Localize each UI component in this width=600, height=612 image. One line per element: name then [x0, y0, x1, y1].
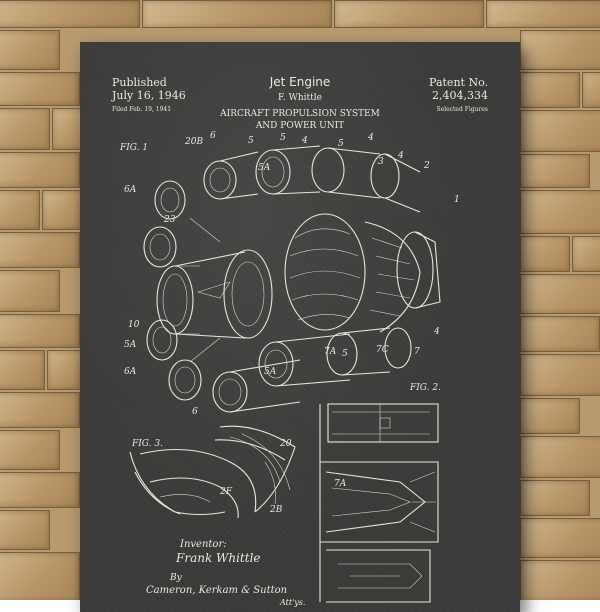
- brick: [520, 560, 600, 600]
- svg-text:4: 4: [433, 327, 440, 337]
- brick: [520, 274, 600, 314]
- svg-text:23: 23: [163, 215, 176, 225]
- brick: [0, 350, 45, 390]
- brick: [520, 436, 600, 478]
- inventor-label: Inventor:: [179, 539, 227, 550]
- patent-drawings: FIG. 1 20B 6 5 5 4 5 4 3 4 5A 6A 23 10 5…: [119, 131, 460, 607]
- subtitle-line-2: AND POWER UNIT: [255, 121, 345, 131]
- svg-text:4: 4: [367, 133, 374, 143]
- brick: [520, 30, 600, 70]
- brick: [520, 110, 600, 152]
- patent-number: 2,404,334: [432, 89, 488, 102]
- svg-text:5A: 5A: [258, 163, 271, 173]
- svg-text:5A: 5A: [124, 340, 137, 350]
- svg-text:20B: 20B: [184, 137, 203, 147]
- fig1-ref-labels: 20B 6 5 5 4 5 4 3 4 5A 6A 23 10 5A 6A 6 …: [124, 131, 460, 417]
- brick: [0, 152, 80, 188]
- svg-text:5: 5: [280, 133, 286, 143]
- svg-text:4: 4: [301, 136, 308, 146]
- fig3-ref: 2F: [219, 487, 233, 497]
- brick: [520, 190, 600, 234]
- patent-poster: Published July 16, 1946 Filed Feb. 19, 1…: [80, 42, 520, 612]
- brick: [520, 480, 590, 516]
- svg-text:7C: 7C: [376, 345, 389, 355]
- published-label: Published: [112, 76, 167, 89]
- brick: [520, 518, 600, 558]
- brick: [520, 316, 600, 352]
- brick: [0, 30, 60, 70]
- brick: [0, 0, 140, 28]
- brick: [0, 510, 50, 550]
- svg-text:1: 1: [454, 195, 460, 205]
- brick: [582, 72, 600, 108]
- published-date: July 16, 1946: [112, 89, 186, 102]
- brick: [0, 314, 80, 348]
- brick: [42, 190, 82, 230]
- svg-text:4: 4: [397, 151, 404, 161]
- svg-text:7: 7: [414, 347, 420, 357]
- svg-text:6: 6: [192, 407, 198, 417]
- svg-text:6: 6: [210, 131, 216, 141]
- by-label: By: [169, 573, 183, 583]
- brick: [520, 398, 580, 434]
- fig2-ref: 7A: [334, 479, 347, 489]
- brick: [520, 72, 580, 108]
- fig3-blade-drawing: [129, 425, 296, 519]
- brick: [0, 232, 80, 268]
- brick: [520, 354, 600, 396]
- svg-text:7A: 7A: [324, 347, 337, 357]
- inventor-signature: Frank Whittle: [175, 551, 261, 565]
- fig2-section-drawing: [319, 403, 439, 603]
- svg-text:5: 5: [342, 349, 348, 359]
- fig3-ref: 2B: [269, 505, 283, 515]
- attorneys-signature: Cameron, Kerkam & Sutton: [146, 585, 287, 596]
- brick: [0, 472, 80, 508]
- inventor-name: F. Whittle: [278, 93, 322, 103]
- fig2-label: FIG. 2.: [409, 383, 441, 393]
- svg-text:10: 10: [128, 320, 140, 330]
- patent-title: Jet Engine: [269, 75, 331, 89]
- brick: [47, 350, 82, 390]
- brick: [0, 190, 40, 230]
- brick: [486, 0, 600, 28]
- attys-label: Att'ys.: [279, 598, 305, 607]
- brick: [0, 108, 50, 150]
- svg-text:2: 2: [423, 161, 430, 171]
- patent-no-label: Patent No.: [429, 76, 488, 89]
- fig3-ref: 20: [279, 439, 292, 449]
- svg-text:6A: 6A: [124, 185, 137, 195]
- brick: [0, 552, 80, 600]
- selected-figures-note: Selected Figures: [436, 106, 489, 113]
- filed-date: Filed Feb. 19, 1941: [112, 106, 172, 113]
- brick: [0, 270, 60, 312]
- brick: [142, 0, 332, 28]
- brick: [0, 72, 80, 106]
- svg-text:5A: 5A: [264, 367, 277, 377]
- svg-text:5: 5: [248, 136, 254, 146]
- fig1-engine-drawing: [143, 145, 441, 413]
- brick: [572, 236, 600, 272]
- svg-text:5: 5: [338, 139, 344, 149]
- brick: [520, 236, 570, 272]
- fig1-label: FIG. 1: [119, 143, 148, 153]
- brick: [520, 154, 590, 188]
- fig3-label: FIG. 3.: [131, 439, 163, 449]
- svg-text:3: 3: [378, 157, 384, 167]
- brick: [0, 430, 60, 470]
- brick: [0, 392, 80, 428]
- subtitle-line-1: AIRCRAFT PROPULSION SYSTEM: [220, 109, 380, 119]
- brick: [334, 0, 484, 28]
- svg-text:6A: 6A: [124, 367, 137, 377]
